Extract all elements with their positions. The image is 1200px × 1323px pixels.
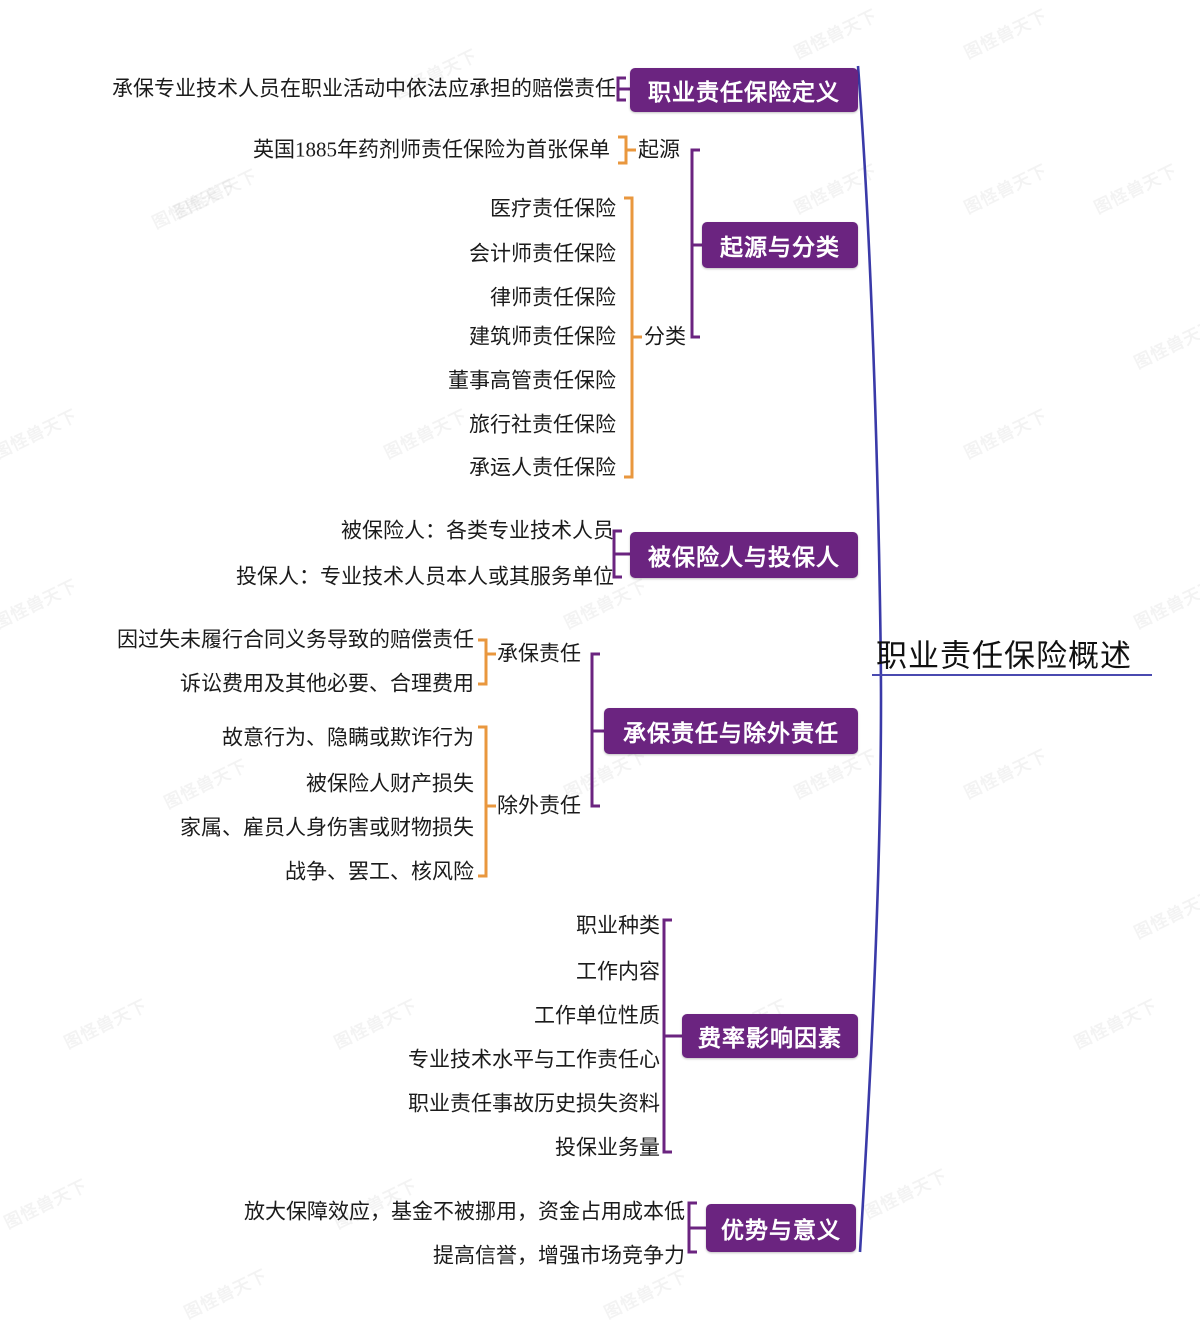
bracket-origin-class-upper [690, 148, 702, 247]
bracket-coverage-upper [590, 652, 604, 733]
leaf-advantages-1: 提高信誉，增强市场竞争力 [433, 1243, 685, 1268]
main-spine [856, 65, 883, 1253]
leaf-insured-1: 投保人：专业技术人员本人或其服务单位 [236, 564, 614, 589]
leaf-insured-0: 被保险人：各类专业技术人员 [341, 518, 614, 543]
leaf-coverage-0: 因过失未履行合同义务导致的赔偿责任 [117, 627, 474, 652]
leaf-rate-3: 专业技术水平与工作责任心 [408, 1047, 660, 1072]
leaf-classification-4: 董事高管责任保险 [448, 368, 616, 393]
bracket-origin-class-lower [690, 245, 700, 339]
node-insured-policyholder[interactable]: 被保险人与投保人 [630, 532, 858, 578]
leaf-coverage-1: 诉讼费用及其他必要、合理费用 [180, 671, 474, 696]
submid-coverage: 承保责任 [497, 641, 581, 666]
node-coverage-exclusions[interactable]: 承保责任与除外责任 [604, 708, 858, 754]
leaf-classification-0: 医疗责任保险 [490, 196, 616, 221]
leaf-rate-2: 工作单位性质 [534, 1003, 660, 1028]
leaf-rate-0: 职业种类 [576, 913, 660, 938]
leaf-exclusion-1: 被保险人财产损失 [306, 771, 474, 796]
leaf-rate-4: 职业责任事故历史损失资料 [408, 1091, 660, 1116]
leaf-classification-1: 会计师责任保险 [469, 241, 616, 266]
leaf-classification-3: 建筑师责任保险 [469, 324, 616, 349]
node-advantages[interactable]: 优势与意义 [706, 1204, 856, 1252]
node-definition[interactable]: 职业责任保险定义 [630, 68, 858, 112]
leaf-exclusion-2: 家属、雇员人身伤害或财物损失 [180, 815, 474, 840]
submid-exclusion: 除外责任 [497, 793, 581, 818]
submid-origin: 起源 [638, 137, 680, 162]
bracket-exclusion-leaves [478, 725, 488, 878]
leaf-exclusion-3: 战争、罢工、核风险 [285, 859, 474, 884]
node-origin-classification[interactable]: 起源与分类 [702, 222, 858, 268]
leaf-exclusion-0: 故意行为、隐瞒或欺诈行为 [222, 725, 474, 750]
bracket-coverage-lower [590, 731, 600, 808]
leaf-classification-2: 律师责任保险 [490, 285, 616, 310]
node-rate-factors[interactable]: 费率影响因素 [682, 1014, 858, 1058]
leaf-rate-5: 投保业务量 [555, 1135, 660, 1160]
submid-classification: 分类 [644, 324, 686, 349]
leaf-origin-0: 英国1885年药剂师责任保险为首张保单 [253, 137, 610, 162]
leaf-classification-5: 旅行社责任保险 [469, 412, 616, 437]
root-title: 职业责任保险概述 [876, 638, 1132, 674]
leaf-definition-0: 承保专业技术人员在职业活动中依法应承担的赔偿责任 [112, 76, 616, 101]
leaf-advantages-0: 放大保障效应，基金不被挪用，资金占用成本低 [244, 1199, 685, 1224]
leaf-classification-6: 承运人责任保险 [469, 455, 616, 480]
root-underline [872, 674, 1152, 676]
leaf-rate-1: 工作内容 [576, 959, 660, 984]
bracket-coverage-leaves [478, 638, 488, 686]
